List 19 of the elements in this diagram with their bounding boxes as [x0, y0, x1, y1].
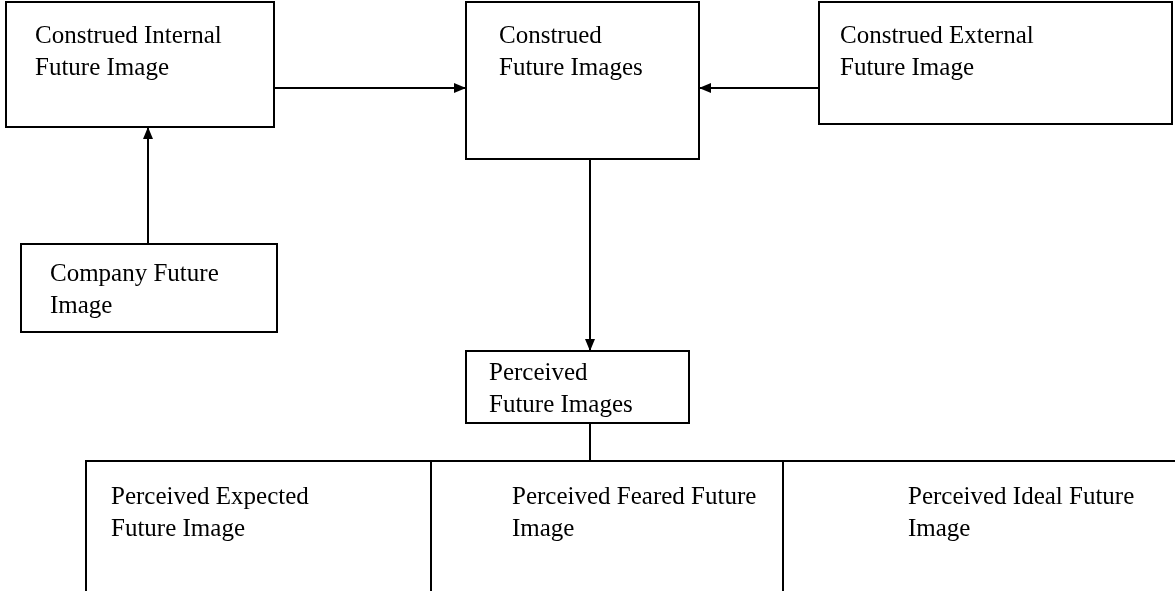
table-band	[85, 460, 1175, 591]
box-label: Construed Future Images	[499, 20, 644, 82]
arrow	[699, 83, 819, 93]
box-label: Construed External Future Image	[840, 20, 1035, 82]
box-label: Company Future Image	[50, 258, 220, 320]
box-label: Perceived Feared Future Image	[512, 481, 758, 543]
box-label: Perceived Future Images	[489, 357, 634, 419]
box-label: Perceived Expected Future Image	[111, 481, 310, 543]
text-box	[465, 1, 700, 160]
arrow	[585, 159, 595, 351]
arrow	[143, 127, 153, 244]
text-box	[20, 243, 278, 333]
text-box	[5, 1, 275, 128]
text-box	[818, 1, 1173, 125]
box-label: Construed Internal Future Image	[35, 20, 223, 82]
text-box	[465, 350, 690, 424]
connector-line	[589, 423, 591, 461]
arrow	[274, 83, 466, 93]
box-label: Perceived Ideal Future Image	[908, 481, 1136, 543]
